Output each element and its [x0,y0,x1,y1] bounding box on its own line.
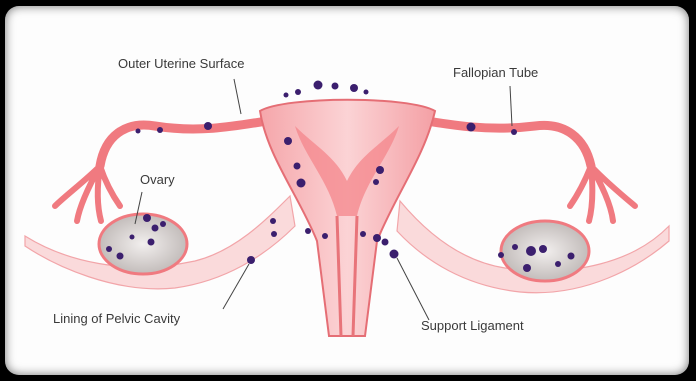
leader-outer-uterine-surface [234,79,241,114]
left-ovary [99,214,187,274]
leader-support-ligament [397,258,429,320]
label-support-ligament: Support Ligament [421,318,524,333]
leader-fallopian-tube [510,86,512,126]
diagram-frame: Outer Uterine Surface Fallopian Tube Ova… [5,6,689,375]
label-lining-of-pelvic-cavity: Lining of Pelvic Cavity [53,311,180,326]
label-ovary: Ovary [140,172,175,187]
label-fallopian-tube: Fallopian Tube [453,65,538,80]
label-outer-uterine-surface: Outer Uterine Surface [118,56,244,71]
